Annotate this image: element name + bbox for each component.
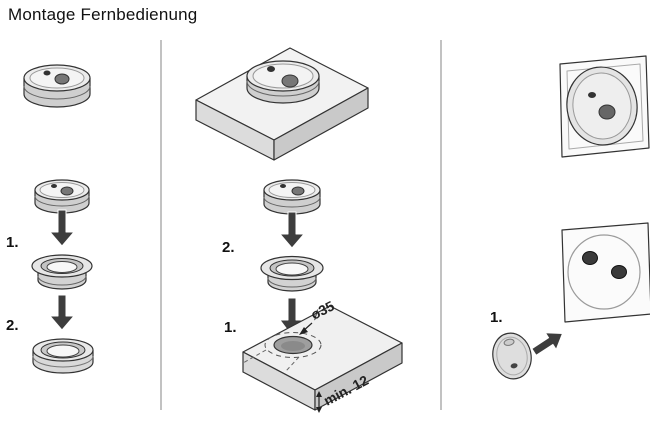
arrow-down-icon — [49, 209, 75, 247]
ring-hole — [46, 344, 80, 358]
large-button-icon — [54, 73, 70, 85]
collar-hole — [46, 261, 78, 273]
drill-outline-dashed — [264, 332, 322, 358]
leader-arrowhead-icon — [299, 327, 308, 335]
trim-ring — [32, 338, 94, 374]
disc-clip — [503, 338, 515, 346]
left-step-1-label: 1. — [6, 234, 19, 251]
plate-outer — [561, 222, 650, 323]
arrow-shape — [531, 332, 564, 356]
large-button-icon — [598, 104, 616, 120]
right-panel: 1. — [490, 55, 650, 380]
board-right-face — [314, 342, 403, 411]
dim-arrowhead-icon — [316, 407, 322, 413]
right-step-1-label: 1. — [490, 309, 503, 326]
arrow-right-icon — [531, 332, 564, 356]
collar-hole — [275, 262, 309, 276]
disc-dot — [510, 363, 518, 369]
ring-seam — [32, 355, 94, 368]
disc-bevel — [496, 336, 528, 376]
middle-panel: 2. 1. — [195, 47, 403, 413]
left-step-2-label: 2. — [6, 317, 19, 334]
remote-exploded-view — [263, 179, 321, 215]
remote-seam — [23, 85, 91, 100]
remote-back-disc — [492, 332, 532, 380]
disc-face — [492, 332, 532, 380]
collar-lip — [37, 275, 87, 286]
remote-seam — [246, 80, 320, 97]
small-button-icon — [51, 184, 57, 188]
remote-seam — [34, 195, 90, 207]
remote-exploded-view — [34, 179, 90, 214]
hidden-line — [242, 349, 267, 364]
mounting-collar — [260, 255, 324, 292]
fixing-hole — [582, 251, 598, 265]
wall-plate-with-remote — [559, 55, 650, 158]
middle-step-2-label: 2. — [222, 239, 235, 256]
large-button-icon — [281, 74, 299, 88]
dim-arrowhead-icon — [316, 391, 322, 397]
small-button-icon — [43, 70, 51, 76]
small-button-icon — [588, 92, 596, 98]
drill-hole-shadow — [281, 341, 305, 351]
remote-on-tabletop — [195, 47, 369, 161]
hidden-line — [285, 356, 300, 372]
left-panel: 1. 2. — [6, 64, 94, 374]
arrow-down-icon — [49, 294, 75, 331]
small-button-icon — [280, 184, 286, 188]
small-button-icon — [267, 66, 275, 72]
remote-assembled-view — [23, 64, 91, 108]
wall-plate-holes — [561, 222, 650, 323]
page-title: Montage Fernbedienung — [8, 5, 198, 24]
tabletop-right-face — [273, 87, 369, 161]
arrow-down-icon — [279, 211, 305, 249]
plate-inner-line — [566, 63, 644, 150]
large-button-icon — [60, 186, 74, 196]
mount-circle-outline — [567, 234, 641, 310]
fixing-hole — [611, 265, 627, 279]
large-button-icon — [291, 186, 305, 196]
mounting-collar — [31, 254, 93, 290]
collar-lip — [267, 277, 317, 288]
remote-seam — [263, 196, 321, 208]
drilled-board — [242, 305, 403, 411]
middle-step-1-label: 1. — [224, 319, 237, 336]
